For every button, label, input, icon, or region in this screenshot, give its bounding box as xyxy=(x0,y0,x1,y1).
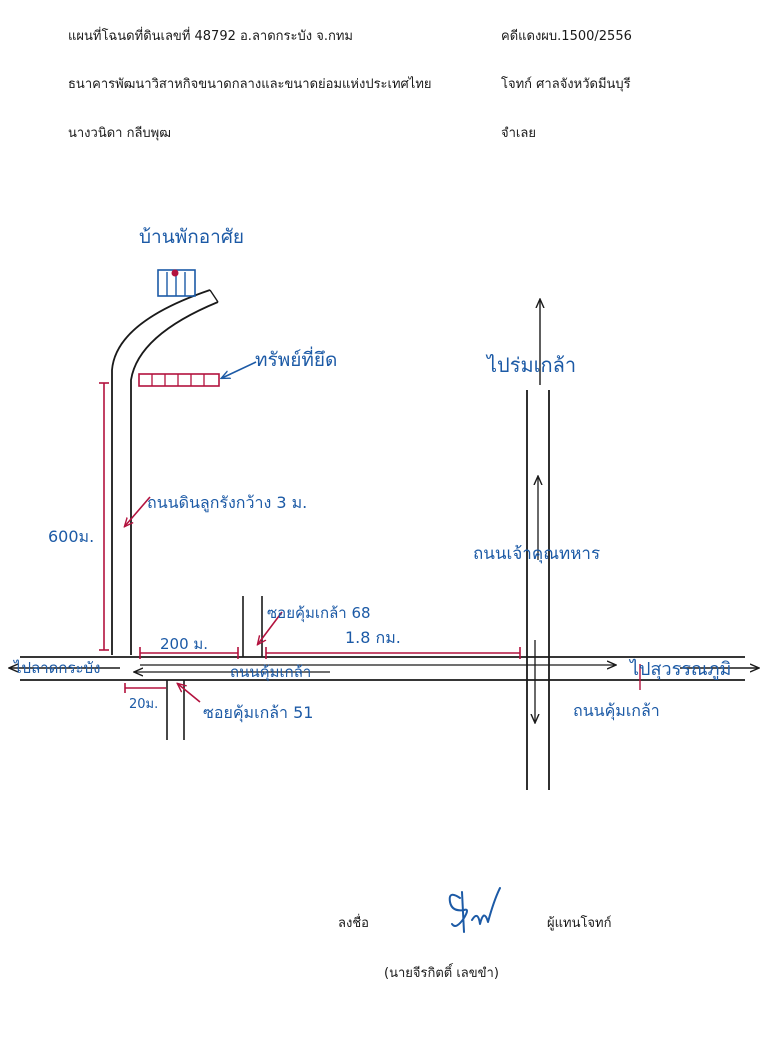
label-dirt-road: ถนนดินลูกรังกว้าง 3 ม. xyxy=(147,493,308,512)
label-to-suvarnabhumi: ไปสุวรรณภูมิ xyxy=(630,659,732,680)
label-khum-klao-road: ถนนคุ้มเกล้า xyxy=(230,663,312,681)
label-distance-200: 200 ม. xyxy=(160,635,209,653)
plaintiff-name: ธนาคารพัฒนาวิสาหกิจขนาดกลางและขนาดย่อมแห… xyxy=(68,77,432,92)
signer-role: ผู้แทนโจทก์ xyxy=(547,916,612,931)
dirt-road-left-edge xyxy=(111,289,211,655)
seized-property-marker xyxy=(138,373,220,387)
seized-pointer-arrow xyxy=(222,361,257,378)
house-icon xyxy=(157,269,196,297)
label-to-lat-krabang: ไปลาดกระบัง xyxy=(14,659,101,677)
label-distance-20: 20ม. xyxy=(129,697,159,712)
defendant-role: จำเลย xyxy=(501,126,536,141)
label-soi-51: ซอยคุ้มเกล้า 51 xyxy=(203,703,314,722)
label-soi-68: ซอยคุ้มเกล้า 68 xyxy=(267,604,371,622)
case-number: คดีแดงผบ.1500/2556 xyxy=(501,29,632,44)
label-distance-600: 600ม. xyxy=(48,527,95,546)
plaintiff-court: โจทก์ ศาลจังหวัดมีนบุรี xyxy=(501,77,631,92)
signature-image xyxy=(448,887,501,933)
label-residence: บ้านพักอาศัย xyxy=(139,226,245,248)
label-sahakon-road: ถนนเจ้าคุณทหาร xyxy=(473,544,601,564)
sign-label: ลงชื่อ xyxy=(338,916,369,931)
label-distance-1-8: 1.8 กม. xyxy=(345,628,401,647)
defendant-name: นางวนิดา กลีบพุฒ xyxy=(68,126,171,141)
signer-name: (นายจีรกิตติ์ เลขขำ) xyxy=(384,966,499,981)
label-to-rom-klao: ไปร่มเกล้า xyxy=(487,353,577,377)
dirt-road-right-edge xyxy=(130,301,219,655)
label-khum-klao-road-right: ถนนคุ้มเกล้า xyxy=(573,701,660,720)
document-title: แผนที่โฉนดที่ดินเลขที่ 48792 อ.ลาดกระบัง… xyxy=(68,29,353,44)
label-seized-property: ทรัพย์ที่ยึด xyxy=(255,349,338,371)
